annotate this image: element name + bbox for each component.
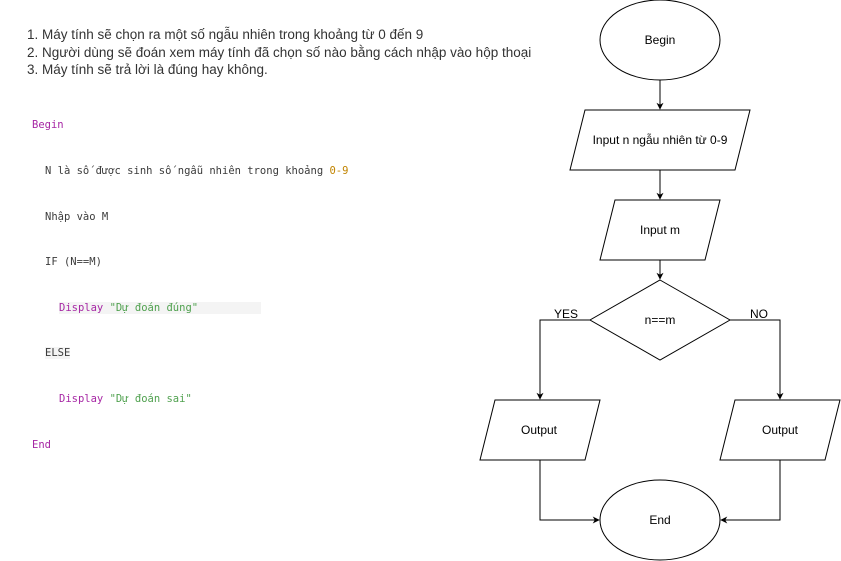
code-line-4-highlight: Display "Dự đoán đúng" <box>59 301 262 314</box>
end-label: End <box>649 513 670 527</box>
code-line-6-keyword: Display <box>59 392 104 405</box>
output-right-parallelogram <box>719 399 841 461</box>
code-line-4-string: "Dự đoán đúng" <box>109 301 199 314</box>
code-line-5: ELSE <box>32 346 392 361</box>
decision-diamond <box>588 279 732 361</box>
flowchart-connectors <box>536 80 784 524</box>
instruction-step-3: 3. Máy tính sẽ trả lời là đúng hay không… <box>27 62 268 77</box>
code-line-5-highlight: ELSE <box>45 347 71 360</box>
instruction-step-1: 1. Máy tính sẽ chọn ra một số ngẫu nhiên… <box>27 27 424 42</box>
input-n-parallelogram <box>569 109 751 171</box>
output-left-node: Output <box>479 399 601 461</box>
begin-node: Begin <box>599 0 721 81</box>
output-right-node: Output <box>719 399 841 461</box>
input-m-parallelogram <box>599 199 721 261</box>
output-right-label: Output <box>762 423 799 437</box>
no-label: NO <box>750 307 768 321</box>
code-line-6: Display "Dự đoán sai" <box>32 392 392 407</box>
begin-ellipse <box>599 0 721 81</box>
code-line-4-keyword: Display <box>59 301 104 314</box>
code-line-6-string: "Dự đoán sai" <box>109 392 192 405</box>
code-begin: Begin <box>32 119 64 132</box>
instruction-step-2: 2. Người dùng sẽ đoán xem máy tính đã ch… <box>27 44 532 60</box>
input-m-label: Input m <box>640 223 680 237</box>
instruction-list: 1. Máy tính sẽ chọn ra một số ngẫu nhiên… <box>27 26 587 79</box>
input-m-node: Input m <box>599 199 721 261</box>
code-end: End <box>32 438 51 451</box>
input-n-node: Input n ngẫu nhiên từ 0-9 <box>569 109 751 171</box>
code-line-1-range: 0-9 <box>329 165 349 177</box>
connector-decision-no <box>730 319 784 400</box>
code-line-3: IF (N==M) <box>45 256 102 269</box>
end-node: End <box>599 479 721 561</box>
code-line-2: Nhập vào M <box>45 210 109 223</box>
pseudocode-block: Begin N là số được sinh số ngẫu nhiên tr… <box>32 88 392 468</box>
input-n-label: Input n ngẫu nhiên từ 0-9 <box>593 132 728 147</box>
begin-label: Begin <box>645 33 676 47</box>
yes-label: YES <box>554 307 578 321</box>
connector-output-left-to-end <box>539 460 600 524</box>
decision-node: n==m <box>588 279 732 361</box>
connector-decision-yes <box>536 319 590 400</box>
connector-output-right-to-end <box>720 460 781 524</box>
code-line-4: Display "Dự đoán đúng" <box>32 301 392 316</box>
output-left-parallelogram <box>479 399 601 461</box>
decision-label: n==m <box>645 313 676 327</box>
code-line-1-text: N là số được sinh số ngẫu nhiên trong kh… <box>45 165 330 177</box>
code-line-1: N là số được sinh số ngẫu nhiên trong kh… <box>32 164 392 179</box>
output-left-label: Output <box>521 423 558 437</box>
end-ellipse <box>599 479 721 561</box>
